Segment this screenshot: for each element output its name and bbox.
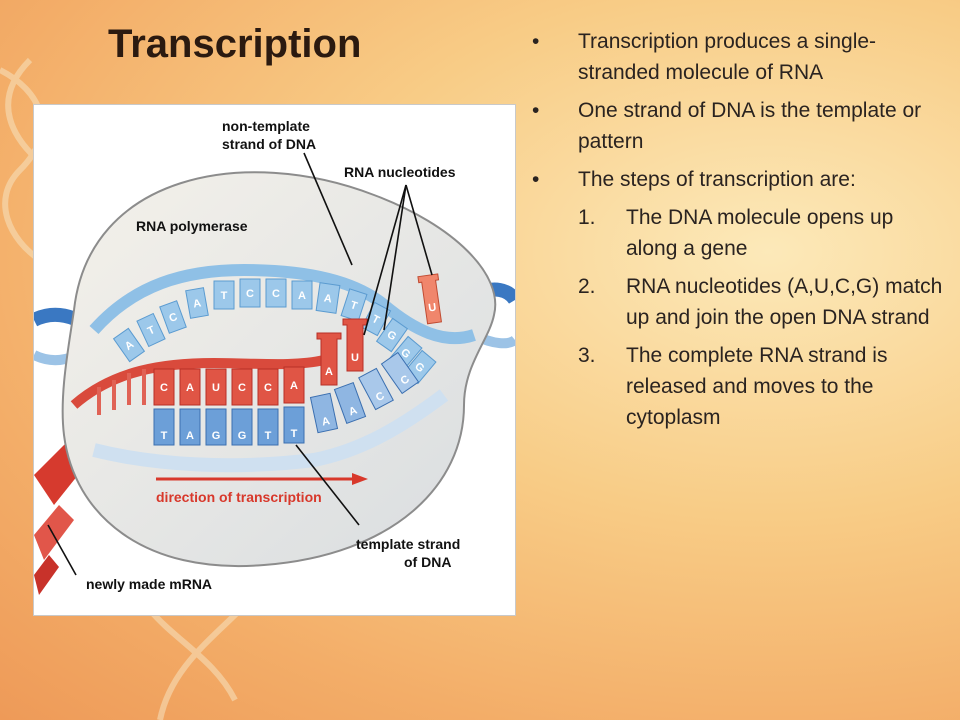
svg-text:U: U (428, 301, 438, 314)
svg-text:G: G (238, 430, 247, 442)
step-text: The complete RNA strand is released and … (626, 344, 888, 429)
non-template-strand-bases: A T C A T C C A A T T G G G (112, 278, 437, 385)
svg-text:T: T (291, 428, 298, 440)
step-text: The DNA molecule opens up along a gene (626, 206, 894, 260)
svg-text:A: A (192, 297, 202, 310)
label-template-1: template strand (356, 536, 460, 552)
svg-text:T: T (265, 430, 272, 442)
svg-text:C: C (272, 288, 280, 300)
svg-text:C: C (160, 382, 168, 394)
label-rna-polymerase: RNA polymerase (136, 218, 248, 234)
svg-text:T: T (161, 430, 168, 442)
bullet-list: Transcription produces a single-stranded… (528, 26, 948, 440)
label-mrna: newly made mRNA (86, 576, 212, 592)
svg-text:A: A (347, 404, 359, 418)
steps-container: 1. The DNA molecule opens up along a gene… (528, 202, 948, 433)
direction-arrow (156, 473, 368, 485)
svg-text:A: A (186, 430, 194, 442)
label-rna-nucleotides: RNA nucleotides (344, 164, 456, 180)
step-item: 2. RNA nucleotides (A,U,C,G) match up and… (528, 271, 948, 333)
slide-title: Transcription (108, 22, 362, 66)
label-non-template-2: strand of DNA (222, 136, 316, 152)
step-text: RNA nucleotides (A,U,C,G) match up and j… (626, 275, 943, 329)
step-number: 2. (578, 275, 596, 298)
svg-text:C: C (238, 382, 246, 394)
label-direction: direction of transcription (156, 489, 322, 505)
svg-text:A: A (325, 366, 333, 378)
svg-text:T: T (349, 299, 359, 313)
step-item: 1. The DNA molecule opens up along a gene (528, 202, 948, 264)
svg-text:T: T (146, 324, 157, 338)
template-strand-bases: T A G G T T A A C C (153, 351, 420, 446)
label-non-template-1: non-template (222, 118, 310, 134)
svg-text:A: A (290, 380, 298, 392)
svg-text:C: C (168, 311, 180, 325)
svg-text:G: G (212, 430, 221, 442)
free-rna-nucleotide: U (417, 273, 443, 325)
svg-text:T: T (370, 313, 382, 327)
steps-list: 1. The DNA molecule opens up along a gene… (528, 202, 948, 433)
rna-strand-bases: C A U C C A A U (153, 318, 368, 406)
svg-text:A: A (321, 415, 331, 428)
svg-text:U: U (212, 382, 220, 394)
svg-text:C: C (246, 288, 254, 300)
transcription-diagram: A T C A T C C A A T T G G G C A U C C (33, 104, 516, 616)
svg-text:A: A (186, 382, 194, 394)
svg-text:U: U (351, 352, 359, 364)
svg-text:A: A (323, 292, 333, 305)
label-template-2: of DNA (404, 554, 451, 570)
bullet-item: One strand of DNA is the template or pat… (528, 95, 948, 157)
step-item: 3. The complete RNA strand is released an… (528, 340, 948, 433)
bullet-item: The steps of transcription are: (528, 164, 948, 195)
svg-text:C: C (264, 382, 272, 394)
step-number: 3. (578, 344, 596, 367)
svg-text:T: T (221, 290, 228, 302)
bullet-item: Transcription produces a single-stranded… (528, 26, 948, 88)
svg-text:A: A (298, 290, 306, 302)
step-number: 1. (578, 206, 596, 229)
